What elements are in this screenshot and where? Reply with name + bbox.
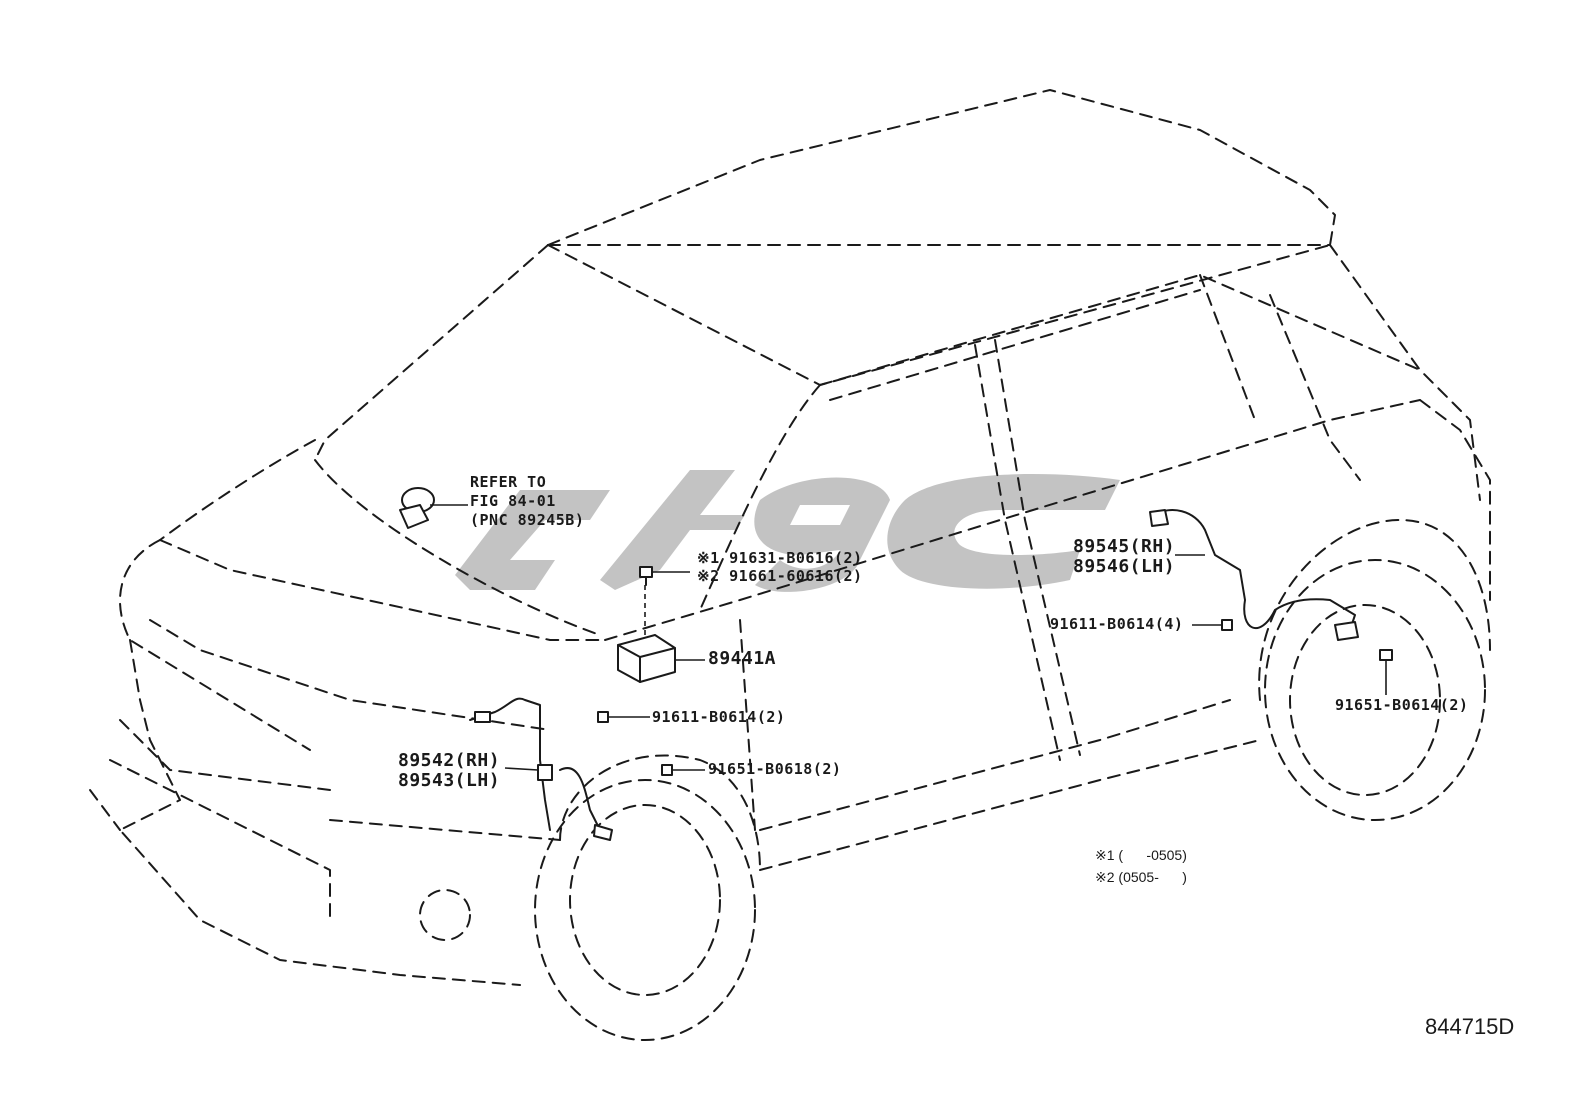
sensor-module-label: 89441A [708,648,777,669]
mount-bolt-icon [639,566,690,586]
front-speed-sensor [469,697,705,841]
front-sensor-lh-label: 89543(LH) [398,770,501,791]
bolt-note1-label: ※1 91631-B0616(2) [697,549,863,567]
refer-label-line2: FIG 84-01 [470,492,556,510]
rear-sensor-lh-label: 89546(LH) [1073,556,1176,577]
rear-sensor-rh-label: 89545(RH) [1073,536,1176,557]
front-bolt2-label: 91651-B0618(2) [708,760,842,778]
rear-bolt2-label: 91651-B0614(2) [1335,696,1469,714]
note2-label: ※2 (0505- ) [1095,869,1187,885]
watermark-logo [455,470,1120,592]
front-sensor-rh-label: 89542(RH) [398,750,501,771]
note1-label: ※1 ( -0505) [1095,847,1187,863]
bolt-note2-label: ※2 91661-60616(2) [697,567,863,585]
refer-label-line1: REFER TO [470,473,547,491]
airbag-sensor-module [617,585,705,683]
diagram-code-label: 844715D [1425,1014,1515,1039]
front-bolt-label: 91611-B0614(2) [652,708,786,726]
refer-label-line3: (PNC 89245B) [470,511,585,529]
rear-bolt-label: 91611-B0614(4) [1050,615,1184,633]
steering-sensor-part [399,487,468,529]
vehicle-body-outline [89,89,1491,1041]
rear-speed-sensor [1149,509,1393,695]
